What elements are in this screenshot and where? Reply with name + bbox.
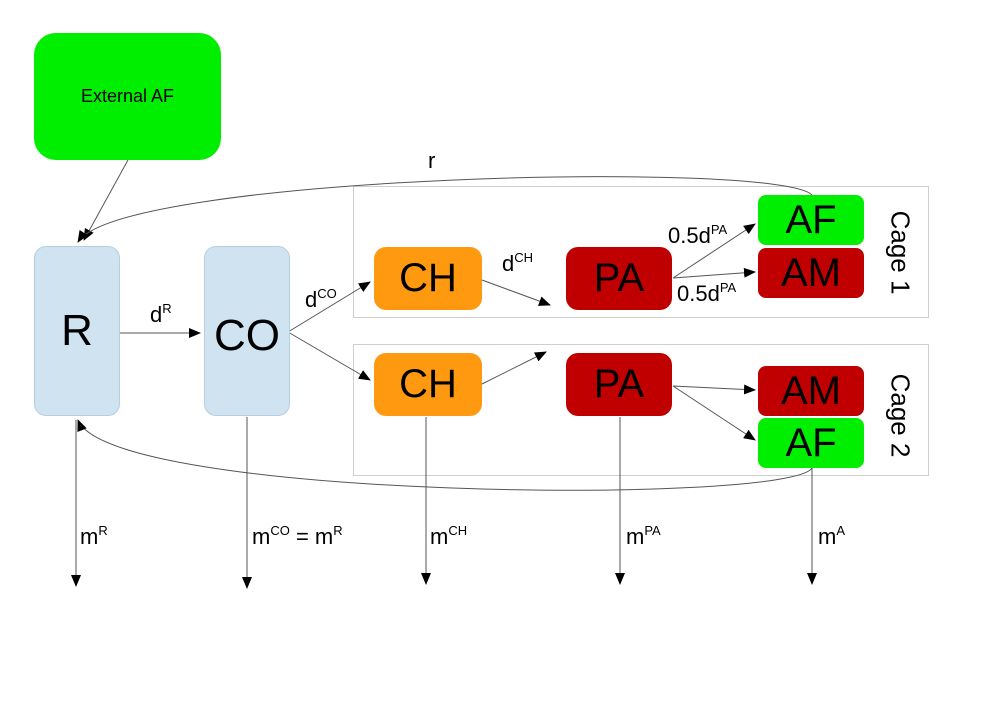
arrow-recycle-cage2 (77, 419, 813, 491)
mortality-r-label: mR (80, 522, 108, 549)
cage-2-title: Cage 2 (885, 373, 916, 458)
af-node-cage1-label: AF (785, 197, 837, 242)
external-af-label: External AF (80, 86, 175, 106)
am-node-cage2-label: AM (781, 368, 841, 413)
transition-half-d-pa-male-label: 0.5dPA (677, 279, 737, 306)
ch-node-cage1-label: CH (399, 256, 457, 300)
pa-node-cage1-label: PA (593, 256, 645, 300)
mortality-co-label: mCO = mR (252, 522, 343, 549)
ch-node-cage2: CH (374, 353, 482, 416)
am-node-cage1: AM (758, 248, 864, 298)
transition-half-d-pa-female-label: 0.5dPA (668, 221, 728, 248)
pa-node-cage1: PA (566, 247, 672, 310)
arrow-external-to-r (83, 159, 129, 241)
arrow-co-to-ch2 (287, 331, 371, 381)
arrow-pa2-to-af2 (672, 385, 756, 441)
ch-node-cage2-label: CH (399, 362, 457, 406)
pa-node-cage2-label: PA (593, 362, 645, 406)
transition-d-co-label: dCO (305, 285, 337, 312)
arrow-co-to-ch1 (287, 281, 371, 333)
pa-node-cage2: PA (566, 353, 672, 416)
transition-d-ch-label: dCH (502, 249, 534, 276)
transition-d-r-label: dR (150, 300, 172, 327)
arrow-pa1-to-am1 (672, 267, 756, 279)
r-node: R (34, 246, 120, 416)
r-node-label: R (61, 306, 93, 355)
af-node-cage1: AF (758, 195, 864, 245)
arrow-ch2-to-pa2 (481, 351, 547, 385)
arrow-recycle-cage1 (77, 176, 813, 243)
arrow-pa1-to-af1 (672, 223, 756, 279)
ch-node-cage1: CH (374, 247, 482, 310)
external-af-node: External AF (34, 33, 221, 160)
am-node-cage1-label: AM (781, 250, 841, 295)
arrow-pa2-to-am2 (672, 384, 756, 395)
cage-1-title: Cage 1 (885, 210, 916, 295)
am-node-cage2: AM (758, 366, 864, 416)
co-node: CO (204, 246, 290, 416)
mortality-adult-label: mA (818, 522, 845, 549)
co-node-label: CO (214, 311, 280, 360)
mortality-ch-label: mCH (430, 522, 468, 549)
af-node-cage2-label: AF (785, 420, 837, 465)
recycle-rate-label: r (428, 148, 436, 173)
af-node-cage2: AF (758, 418, 864, 468)
arrow-ch1-to-pa1 (481, 279, 551, 306)
mortality-pa-label: mPA (626, 522, 661, 549)
